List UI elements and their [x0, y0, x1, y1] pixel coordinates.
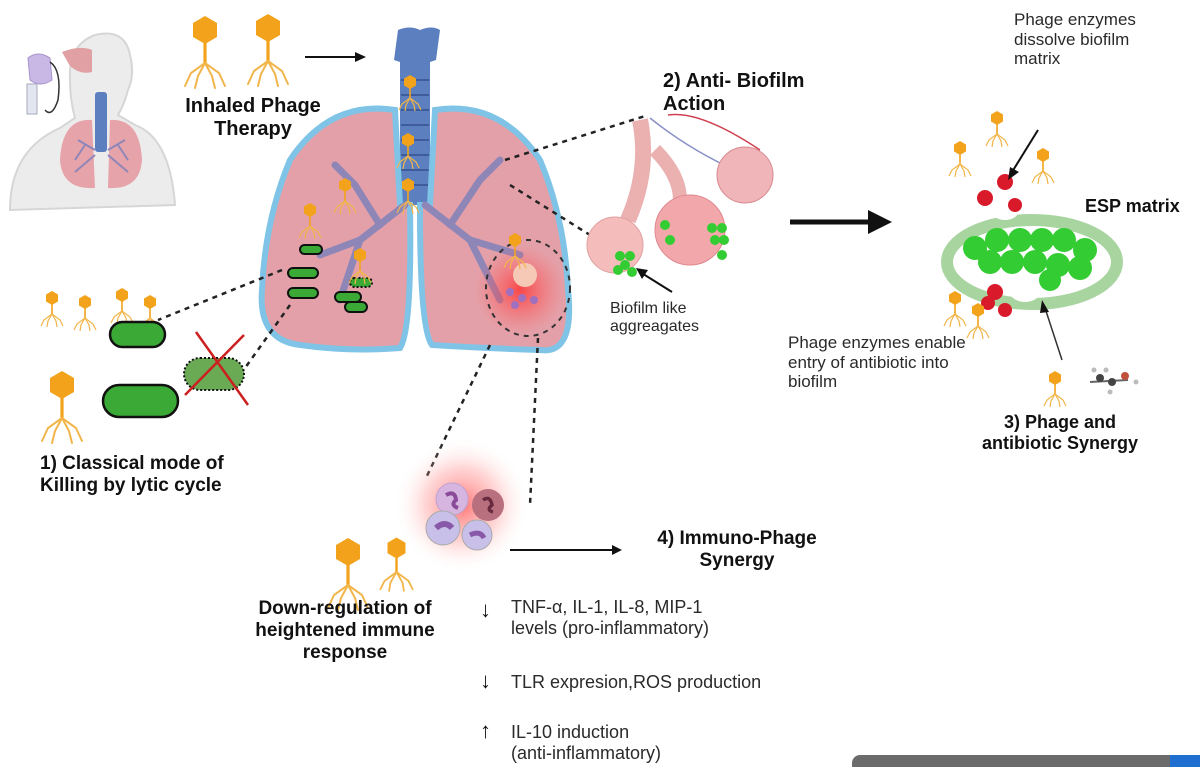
classical-killing-illustration [40, 287, 250, 444]
biofilm-aggregates [613, 220, 729, 277]
bacterium [101, 383, 180, 419]
immune-effect-item: TNF-α, IL-1, IL-8, MIP-1 levels (pro-inf… [511, 597, 710, 638]
bottom-overlay-accent[interactable] [1170, 755, 1200, 767]
phage-icon [41, 370, 83, 444]
immune-effect-item: TLR expresion,ROS production [511, 672, 762, 692]
immuno-phage-label: 4) Immuno-Phage Synergy [657, 528, 817, 571]
antibiotic-synergy-label: 3) Phage and antibiotic Synergy [981, 412, 1139, 453]
immune-cells-illustration [394, 437, 530, 573]
increase-arrow-icon: ↑ [480, 718, 491, 743]
cross-mark-icon [184, 331, 250, 406]
enzymes-dissolve-label: Phage enzymes dissolve biofilm matrix [1014, 10, 1136, 69]
matrix-ring [941, 214, 1123, 310]
phage-icon [40, 290, 64, 328]
phage-icon [943, 290, 967, 328]
bacteria-in-lung [287, 244, 373, 313]
inflammation-site [475, 245, 565, 335]
cell-cluster [513, 263, 537, 287]
inflammation-callout-circle [485, 239, 571, 337]
classical-killing-label: 1) Classical mode of Killing by lytic cy… [40, 453, 224, 496]
biofilm-aggregates-label: Biofilm like aggreagates [610, 300, 699, 336]
trachea-small [95, 92, 107, 152]
esp-matrix-label: ESP matrix [1085, 196, 1180, 216]
alveoli-illustration [586, 113, 774, 293]
immune-effect-item: IL-10 induction (anti-inflammatory) [511, 722, 662, 763]
decrease-arrow-icon: ↓ [480, 668, 491, 693]
enzymes-enable-label: Phage enzymes enable entry of antibiotic… [788, 333, 966, 392]
bottom-overlay-bar[interactable] [852, 755, 1182, 767]
inhaled-therapy-label: Inhaled Phage Therapy [185, 95, 321, 140]
phage-enzymes [977, 174, 1022, 317]
entry-pointer-arrow [1040, 300, 1063, 361]
phage-icon [1031, 147, 1055, 185]
bacterial-colony [963, 228, 1097, 291]
anti-biofilm-label: 2) Anti- Biofilm Action [663, 70, 805, 115]
main-flow-arrow [790, 210, 892, 234]
nebulizer-icon [26, 83, 38, 115]
down-regulation-label: Down-regulation of heightened immune res… [255, 598, 435, 663]
inhaled-phage-group [184, 13, 289, 89]
phage-icon [184, 15, 226, 89]
pointer-arrow [636, 268, 673, 293]
phage-icon [985, 110, 1009, 148]
oxygen-mask-icon [27, 53, 53, 85]
phage-icon [73, 294, 97, 332]
patient-inhaler-illustration [8, 32, 177, 212]
callout-connectors [157, 114, 646, 506]
arrow-to-lungs [305, 52, 366, 62]
decrease-arrow-icon: ↓ [480, 597, 491, 622]
lungs-illustration [258, 27, 573, 354]
phage-icon [110, 287, 134, 325]
bacterium [108, 320, 167, 349]
phage-icon [247, 13, 289, 87]
antibiotic-molecule-icon [1089, 367, 1139, 395]
phage-icon [948, 140, 972, 178]
immuno-arrow [510, 545, 622, 555]
esp-matrix-illustration [941, 110, 1139, 408]
dissolve-pointer-arrow [1008, 129, 1039, 180]
